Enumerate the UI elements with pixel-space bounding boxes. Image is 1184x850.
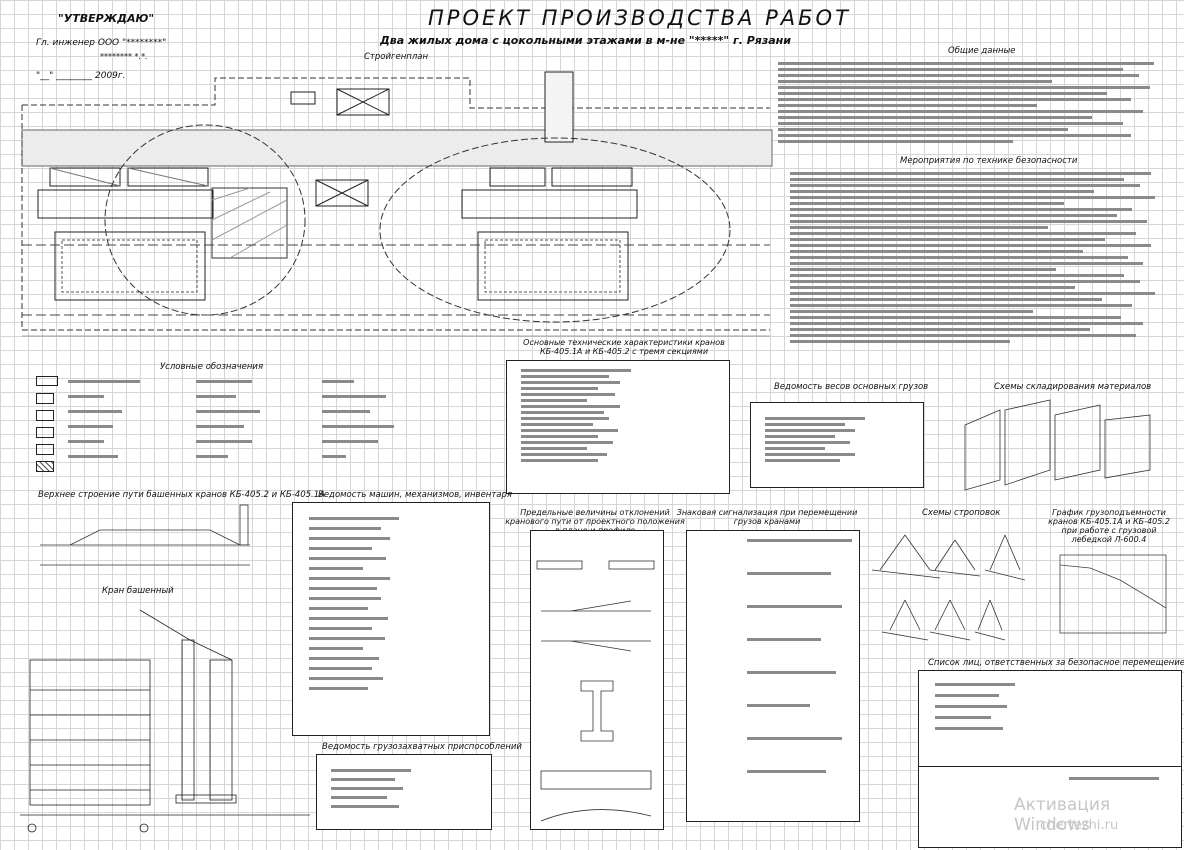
crane-specs-table [506, 360, 730, 494]
safety-measures-text [790, 172, 1170, 346]
tower-crane-heading: Кран башенный [102, 586, 174, 596]
legend-descriptions-1 [68, 380, 158, 461]
responsible-persons-heading: Список лиц, ответственных за безопасное … [928, 658, 1184, 668]
signature-name: ******** *.*. [100, 52, 148, 61]
cargo-weights-heading: Ведомость весов основных грузов [774, 382, 929, 392]
capacity-chart-heading: График грузоподъемности кранов КБ-405.1А… [1048, 508, 1170, 544]
crane-signals-heading: Знаковая сигнализация при перемещении гр… [676, 508, 858, 526]
cargo-weights-table [750, 402, 924, 488]
chief-engineer-label: Гл. инженер ООО "********" [36, 38, 167, 48]
activation-watermark: Активация Windows [1014, 795, 1111, 835]
legend-descriptions-2 [196, 380, 276, 461]
approval-date: "__" ________ 2009г. [36, 71, 126, 81]
general-data-heading: Общие данные [948, 46, 1016, 56]
legend-heading: Условные обозначения [160, 362, 264, 372]
safety-measures-heading: Мероприятия по технике безопасности [900, 156, 1078, 166]
legend-symbols [36, 376, 58, 472]
site-plan-label: Стройгенплан [364, 52, 429, 62]
crane-signals-table [686, 530, 860, 822]
approval-stamp: "УТВЕРЖДАЮ" [58, 12, 155, 25]
lifting-devices-table [316, 754, 492, 830]
page-subtitle: Два жилых дома с цокольными этажами в м-… [380, 34, 791, 47]
storage-schemes-heading: Схемы складирования материалов [994, 382, 1152, 392]
page-title: ПРОЕКТ ПРОИЗВОДСТВА РАБОТ [428, 6, 851, 30]
slinging-schemes-heading: Схемы строповок [922, 508, 1001, 518]
deviation-limits-diagram [530, 530, 664, 830]
responsible-persons-table [918, 670, 1182, 768]
deviation-sketches [536, 560, 655, 822]
track-structure-heading: Верхнее строение пути башенных кранов КБ… [38, 490, 325, 500]
general-data-text [778, 62, 1170, 146]
title-block [918, 766, 1182, 848]
machines-list-heading: Ведомость машин, механизмов, инвентаря [318, 490, 513, 500]
legend-descriptions-3 [322, 380, 402, 461]
crane-specs-heading: Основные технические характеристики кран… [523, 338, 725, 356]
lifting-devices-heading: Ведомость грузозахватных приспособлений [322, 742, 522, 752]
site-watermark: chertezhi.ru [1040, 818, 1119, 833]
machines-list-table [292, 502, 490, 736]
